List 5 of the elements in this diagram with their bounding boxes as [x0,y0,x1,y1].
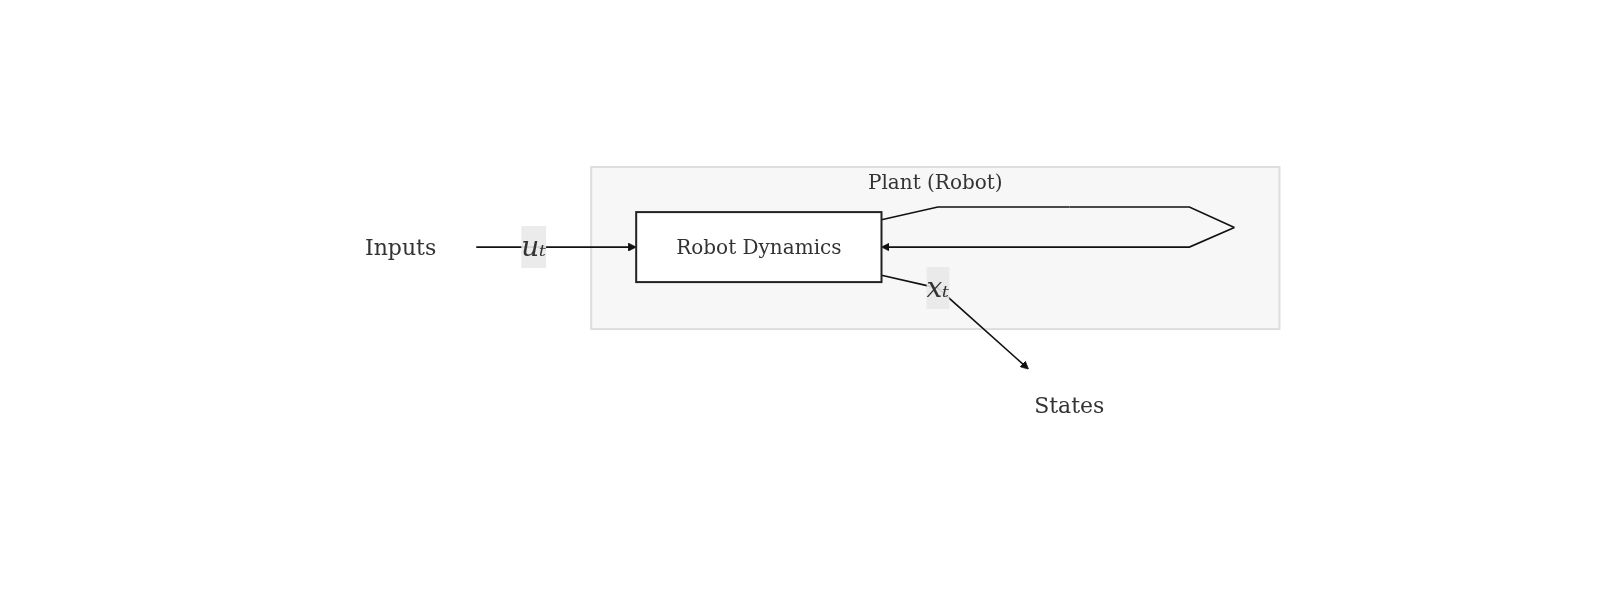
node-text: States [1033,393,1105,419]
edge-label: xₜ [926,271,949,305]
edge-label: uₜ [521,230,546,264]
node-text: Inputs [364,235,436,261]
node-box: Robot Dynamics [634,211,883,284]
